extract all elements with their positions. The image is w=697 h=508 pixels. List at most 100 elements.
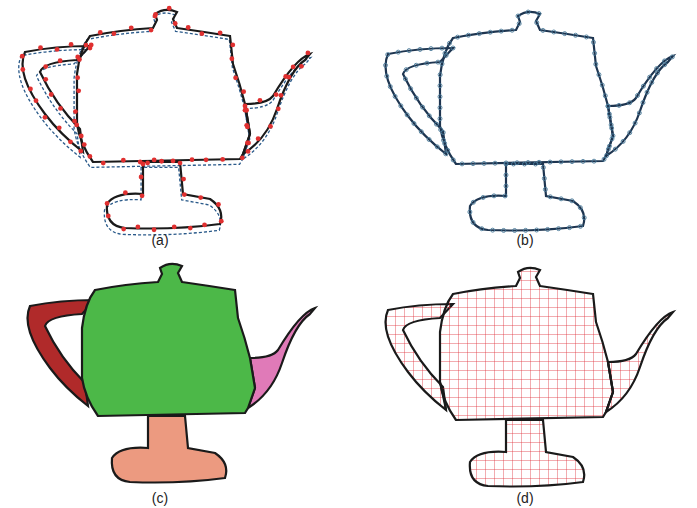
sample-dot	[49, 92, 54, 97]
fit-point	[548, 195, 552, 199]
sample-dot	[111, 31, 116, 36]
sample-dot	[218, 30, 223, 35]
fit-point	[517, 22, 521, 26]
sample-dot	[256, 136, 261, 141]
fit-point	[434, 122, 438, 126]
fit-point	[504, 184, 508, 188]
fit-point	[460, 162, 464, 166]
fit-point	[480, 227, 484, 231]
fit-point	[636, 93, 640, 97]
sample-dot	[123, 190, 128, 195]
fit-point	[650, 80, 654, 84]
fit-point	[542, 176, 546, 180]
fit-point	[502, 228, 506, 232]
fit-point	[482, 161, 486, 165]
fit-point	[524, 228, 528, 232]
sample-dot	[129, 25, 134, 30]
sample-dot	[139, 175, 144, 180]
sample-dot	[121, 227, 126, 232]
sample-dot	[229, 56, 234, 61]
sample-dot	[38, 45, 43, 50]
sample-dot	[79, 134, 84, 139]
fit-point	[471, 162, 475, 166]
fit-point	[409, 87, 413, 91]
fit-point	[541, 28, 545, 32]
fit-point	[628, 131, 632, 135]
fit-point	[477, 32, 481, 36]
sample-dot	[34, 98, 39, 103]
fit-point	[604, 154, 608, 158]
fit-point	[468, 210, 472, 214]
fit-point	[466, 33, 470, 37]
sample-dot	[101, 161, 106, 166]
fit-point	[499, 29, 503, 33]
fit-point	[552, 30, 556, 34]
sample-dot	[245, 125, 250, 130]
sample-dot	[188, 226, 193, 231]
fit-point	[488, 30, 492, 34]
fit-point	[516, 14, 520, 18]
sample-dot	[43, 64, 48, 69]
fit-point	[407, 49, 411, 53]
fit-point	[574, 33, 578, 37]
panel-d	[386, 268, 674, 487]
sample-dot	[141, 162, 146, 167]
fit-point	[429, 47, 433, 51]
sample-dot	[58, 106, 63, 111]
fit-point	[388, 85, 392, 89]
fit-point	[393, 94, 397, 98]
sample-dot	[55, 47, 60, 52]
fit-point	[427, 137, 431, 141]
sample-dot	[202, 222, 207, 227]
fit-point	[491, 228, 495, 232]
fit-point	[504, 173, 508, 177]
sample-dot	[181, 177, 186, 182]
fit-point	[404, 68, 408, 72]
fit-point	[655, 71, 659, 75]
fit-point	[451, 158, 455, 162]
fit-point	[648, 75, 652, 79]
fit-point	[436, 60, 440, 64]
fit-point	[670, 55, 674, 59]
fit-point	[603, 94, 607, 98]
sample-dot	[28, 87, 33, 92]
fit-point	[637, 111, 641, 115]
fit-point	[534, 162, 538, 166]
sample-dot	[172, 225, 177, 230]
fit-point	[607, 112, 611, 116]
panel-a	[19, 6, 311, 235]
fit-point	[512, 162, 516, 166]
sample-dot	[43, 77, 48, 82]
sample-dot	[219, 219, 224, 224]
fit-point	[435, 145, 439, 149]
sample-dot	[305, 51, 310, 56]
fit-point	[535, 228, 539, 232]
fit-point	[546, 227, 550, 231]
sample-dot	[230, 42, 235, 47]
sample-dot	[20, 67, 25, 72]
fit-point	[492, 194, 496, 198]
sample-dot	[152, 158, 157, 163]
fit-point	[570, 199, 574, 203]
fit-point	[613, 147, 617, 151]
sample-dot	[291, 65, 296, 70]
sample-dot	[106, 214, 111, 219]
fit-point	[584, 35, 588, 39]
fit-point	[414, 96, 418, 100]
fit-point	[412, 121, 416, 125]
fit-point	[548, 160, 552, 164]
sample-dot	[145, 161, 150, 166]
sample-dot	[258, 98, 263, 103]
fit-point	[597, 73, 601, 77]
fit-point	[448, 41, 452, 45]
sample-dot	[78, 149, 83, 154]
fit-point	[559, 197, 563, 201]
fit-point	[663, 63, 667, 67]
fit-point	[593, 51, 597, 55]
fit-point	[451, 46, 455, 50]
fit-point	[405, 113, 409, 117]
fit-point	[641, 101, 645, 105]
fit-point	[403, 77, 407, 81]
sample-dot	[84, 43, 89, 48]
sample-dot	[241, 89, 246, 94]
